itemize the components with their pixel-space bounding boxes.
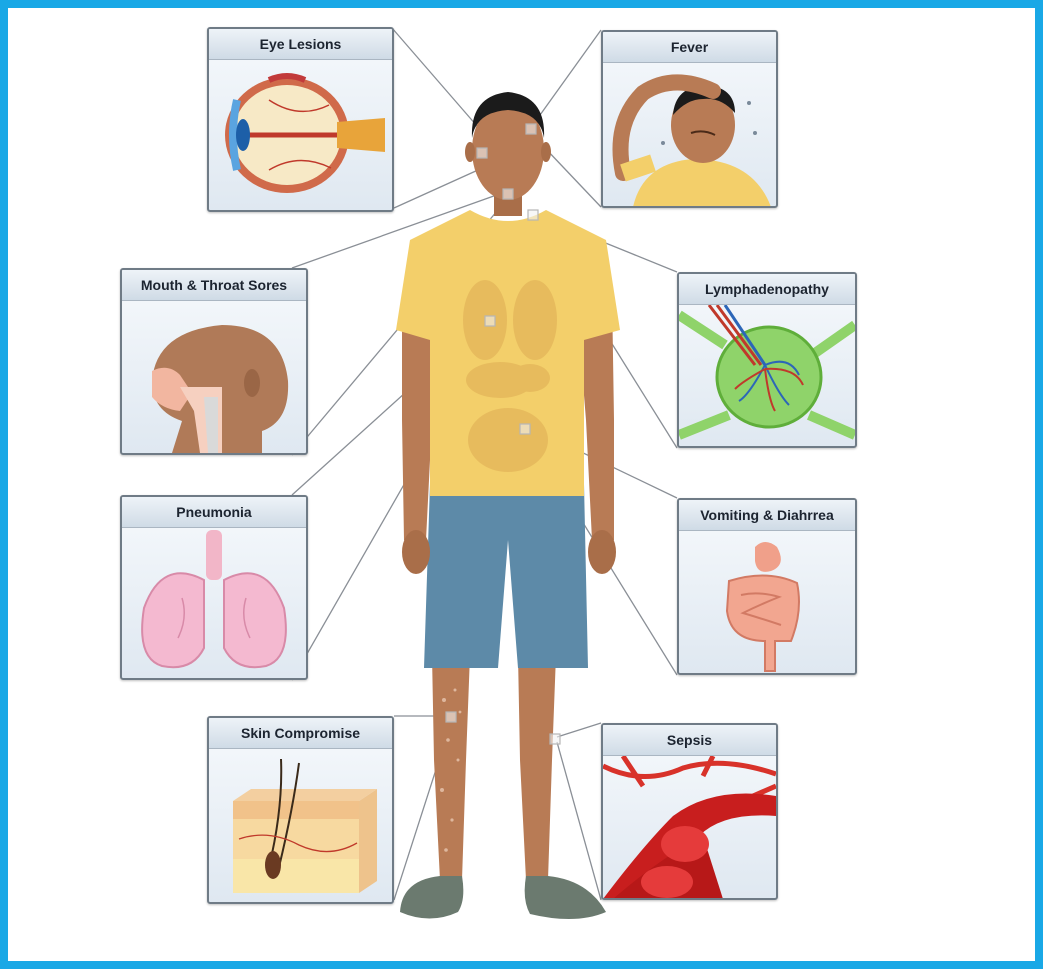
fever-person-icon [603,63,776,206]
eye-anatomy-icon [209,60,392,210]
skin-layers-icon [209,749,392,902]
panel-title: Mouth & Throat Sores [122,270,306,301]
panel-title: Fever [603,32,776,63]
panel-lymphadenopathy: Lymphadenopathy [677,272,857,448]
panel-skin-compromise: Skin Compromise [207,716,394,904]
human-figure-icon [396,92,620,919]
panel-title: Eye Lesions [209,29,392,60]
intestines-icon [679,531,855,673]
panel-title: Skin Compromise [209,718,392,749]
head-profile-icon [122,301,306,453]
panel-fever: Fever [601,30,778,208]
panel-mouth-throat-sores: Mouth & Throat Sores [120,268,308,455]
panel-vomiting-diahrrea: Vomiting & Diahrrea [677,498,857,675]
panel-title: Vomiting & Diahrrea [679,500,855,531]
lungs-icon [122,528,306,678]
blood-vessel-icon [603,756,776,898]
panel-sepsis: Sepsis [601,723,778,900]
panel-title: Sepsis [603,725,776,756]
panel-title: Pneumonia [122,497,306,528]
panel-title: Lymphadenopathy [679,274,855,305]
panel-pneumonia: Pneumonia [120,495,308,680]
panel-eye-lesions: Eye Lesions [207,27,394,212]
lymph-node-icon [679,305,855,446]
